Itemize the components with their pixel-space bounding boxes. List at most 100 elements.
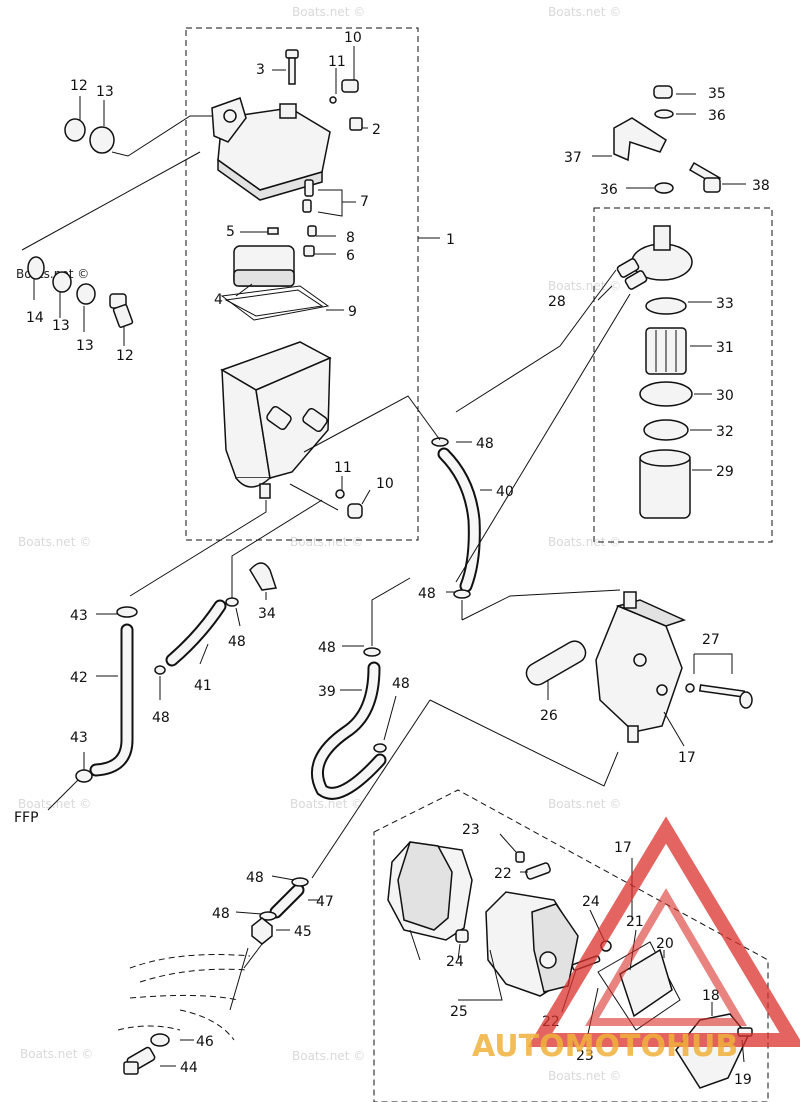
callout-32: 32: [716, 424, 734, 440]
callout-39: 39: [318, 684, 336, 700]
callout-23: 23: [462, 822, 480, 838]
o-ring-30: [639, 381, 693, 407]
tank-group-box: [185, 27, 419, 541]
hose-40: [437, 447, 481, 593]
needle-8: [307, 225, 317, 237]
callout-19: 19: [734, 1072, 752, 1088]
valve-20: [619, 948, 673, 1018]
watermark: Boats.net ©: [548, 5, 621, 19]
callout-11: 11: [334, 460, 352, 476]
float-assembly: [233, 245, 295, 287]
screw-2: [349, 117, 363, 131]
callout-15: 13: [96, 84, 114, 100]
callout-38: 38: [752, 178, 770, 194]
callout-31: 31: [716, 340, 734, 356]
callout-33: 33: [716, 296, 734, 312]
callout-5: 5: [226, 224, 235, 240]
callout-13: 13: [76, 338, 94, 354]
callout-12: 12: [116, 348, 134, 364]
screw-3: [285, 49, 299, 85]
callout-17: 17: [678, 750, 696, 766]
callout-25: 25: [450, 1004, 468, 1020]
callout-6: 6: [346, 248, 355, 264]
callout-23: 23: [576, 1048, 594, 1064]
screw-6: [303, 245, 315, 257]
nut-35: [653, 85, 673, 99]
bolts-27: [685, 683, 753, 709]
callout-16: 14: [26, 310, 44, 326]
callout-48: 48: [418, 586, 436, 602]
screw-23-top: [515, 851, 525, 863]
callout-37: 37: [564, 150, 582, 166]
filter-cup-29: [639, 449, 691, 519]
screw-24-left: [455, 929, 469, 943]
gasket-9: [220, 285, 330, 321]
grommet-15: [89, 126, 115, 154]
callout-17: 17: [614, 840, 632, 856]
callout-10: 10: [344, 30, 362, 46]
automotohub-logo: AUTOMOTOHUB: [472, 816, 800, 1064]
callout-14: 13: [52, 318, 70, 334]
tank-body: [220, 341, 332, 499]
logo-text: AUTOMOTOHUB: [472, 1029, 738, 1064]
watermark: Boats.net ©: [20, 1047, 93, 1061]
washer-13: [64, 118, 86, 142]
plug-10: [347, 503, 363, 519]
fitting-44: [123, 1046, 156, 1075]
filter-bracket-37: [613, 117, 667, 162]
gasket-26: [525, 640, 587, 686]
callout-43: 43: [70, 608, 88, 624]
callout-18: 18: [702, 988, 720, 1004]
callout-48: 48: [228, 634, 246, 650]
callout-8: 8: [346, 230, 355, 246]
watermark: Boats.net ©: [548, 797, 621, 811]
leader-lines: [21, 46, 746, 1067]
callout-35: 35: [708, 86, 726, 102]
fuel-pump-17: [595, 591, 687, 743]
bolt-38: [688, 162, 722, 193]
washer-36: [654, 182, 674, 194]
callout-7: 7: [360, 194, 369, 210]
fitting-10-top: [329, 79, 359, 104]
clip-34: [249, 562, 277, 591]
watermark: Boats.net ©: [548, 1069, 621, 1083]
watermark-dark: Boats.net ©: [16, 267, 89, 281]
clamps: [75, 437, 471, 921]
callout-28: 28: [548, 294, 566, 310]
washer-36-top: [654, 109, 674, 119]
hose-42: [89, 623, 134, 777]
hose-39: [311, 661, 387, 800]
washer-46: [150, 1033, 170, 1047]
o-ring-33: [645, 297, 687, 315]
screw-22-top: [525, 862, 551, 880]
callout-24: 24: [446, 954, 464, 970]
bolt-12: [109, 293, 134, 328]
pump-body-17: [485, 891, 579, 997]
callout-10: 10: [376, 476, 394, 492]
callout-26: 26: [540, 708, 558, 724]
callout-48: 48: [152, 710, 170, 726]
watermark: Boats.net ©: [18, 535, 91, 549]
pump-cover-25: [387, 841, 473, 941]
seal-32: [643, 419, 689, 441]
callout-48: 48: [318, 640, 336, 656]
callout-48: 48: [212, 906, 230, 922]
callout-46: 46: [196, 1034, 214, 1050]
filter-head-28: [616, 225, 693, 290]
tank-cover: [211, 97, 331, 201]
hull-section: [117, 947, 251, 1041]
callout-47: 47: [316, 894, 334, 910]
callout-2: 2: [372, 122, 381, 138]
washer-13b: [76, 283, 96, 305]
filter-group-box: [593, 207, 773, 543]
grommet-16: [27, 256, 45, 280]
fitting-45: [251, 917, 273, 945]
watermark: Boats.net ©: [290, 797, 363, 811]
gasket-9-inner: [224, 289, 324, 317]
callout-1: 1: [446, 232, 455, 248]
callout-labels: 12 13 14 13 13 12 3 10 11 2 7 5 8 6 1 4 …: [14, 30, 770, 1088]
callout-40: 40: [496, 484, 514, 500]
callout-36: 36: [600, 182, 618, 198]
hose-41: [165, 599, 227, 667]
